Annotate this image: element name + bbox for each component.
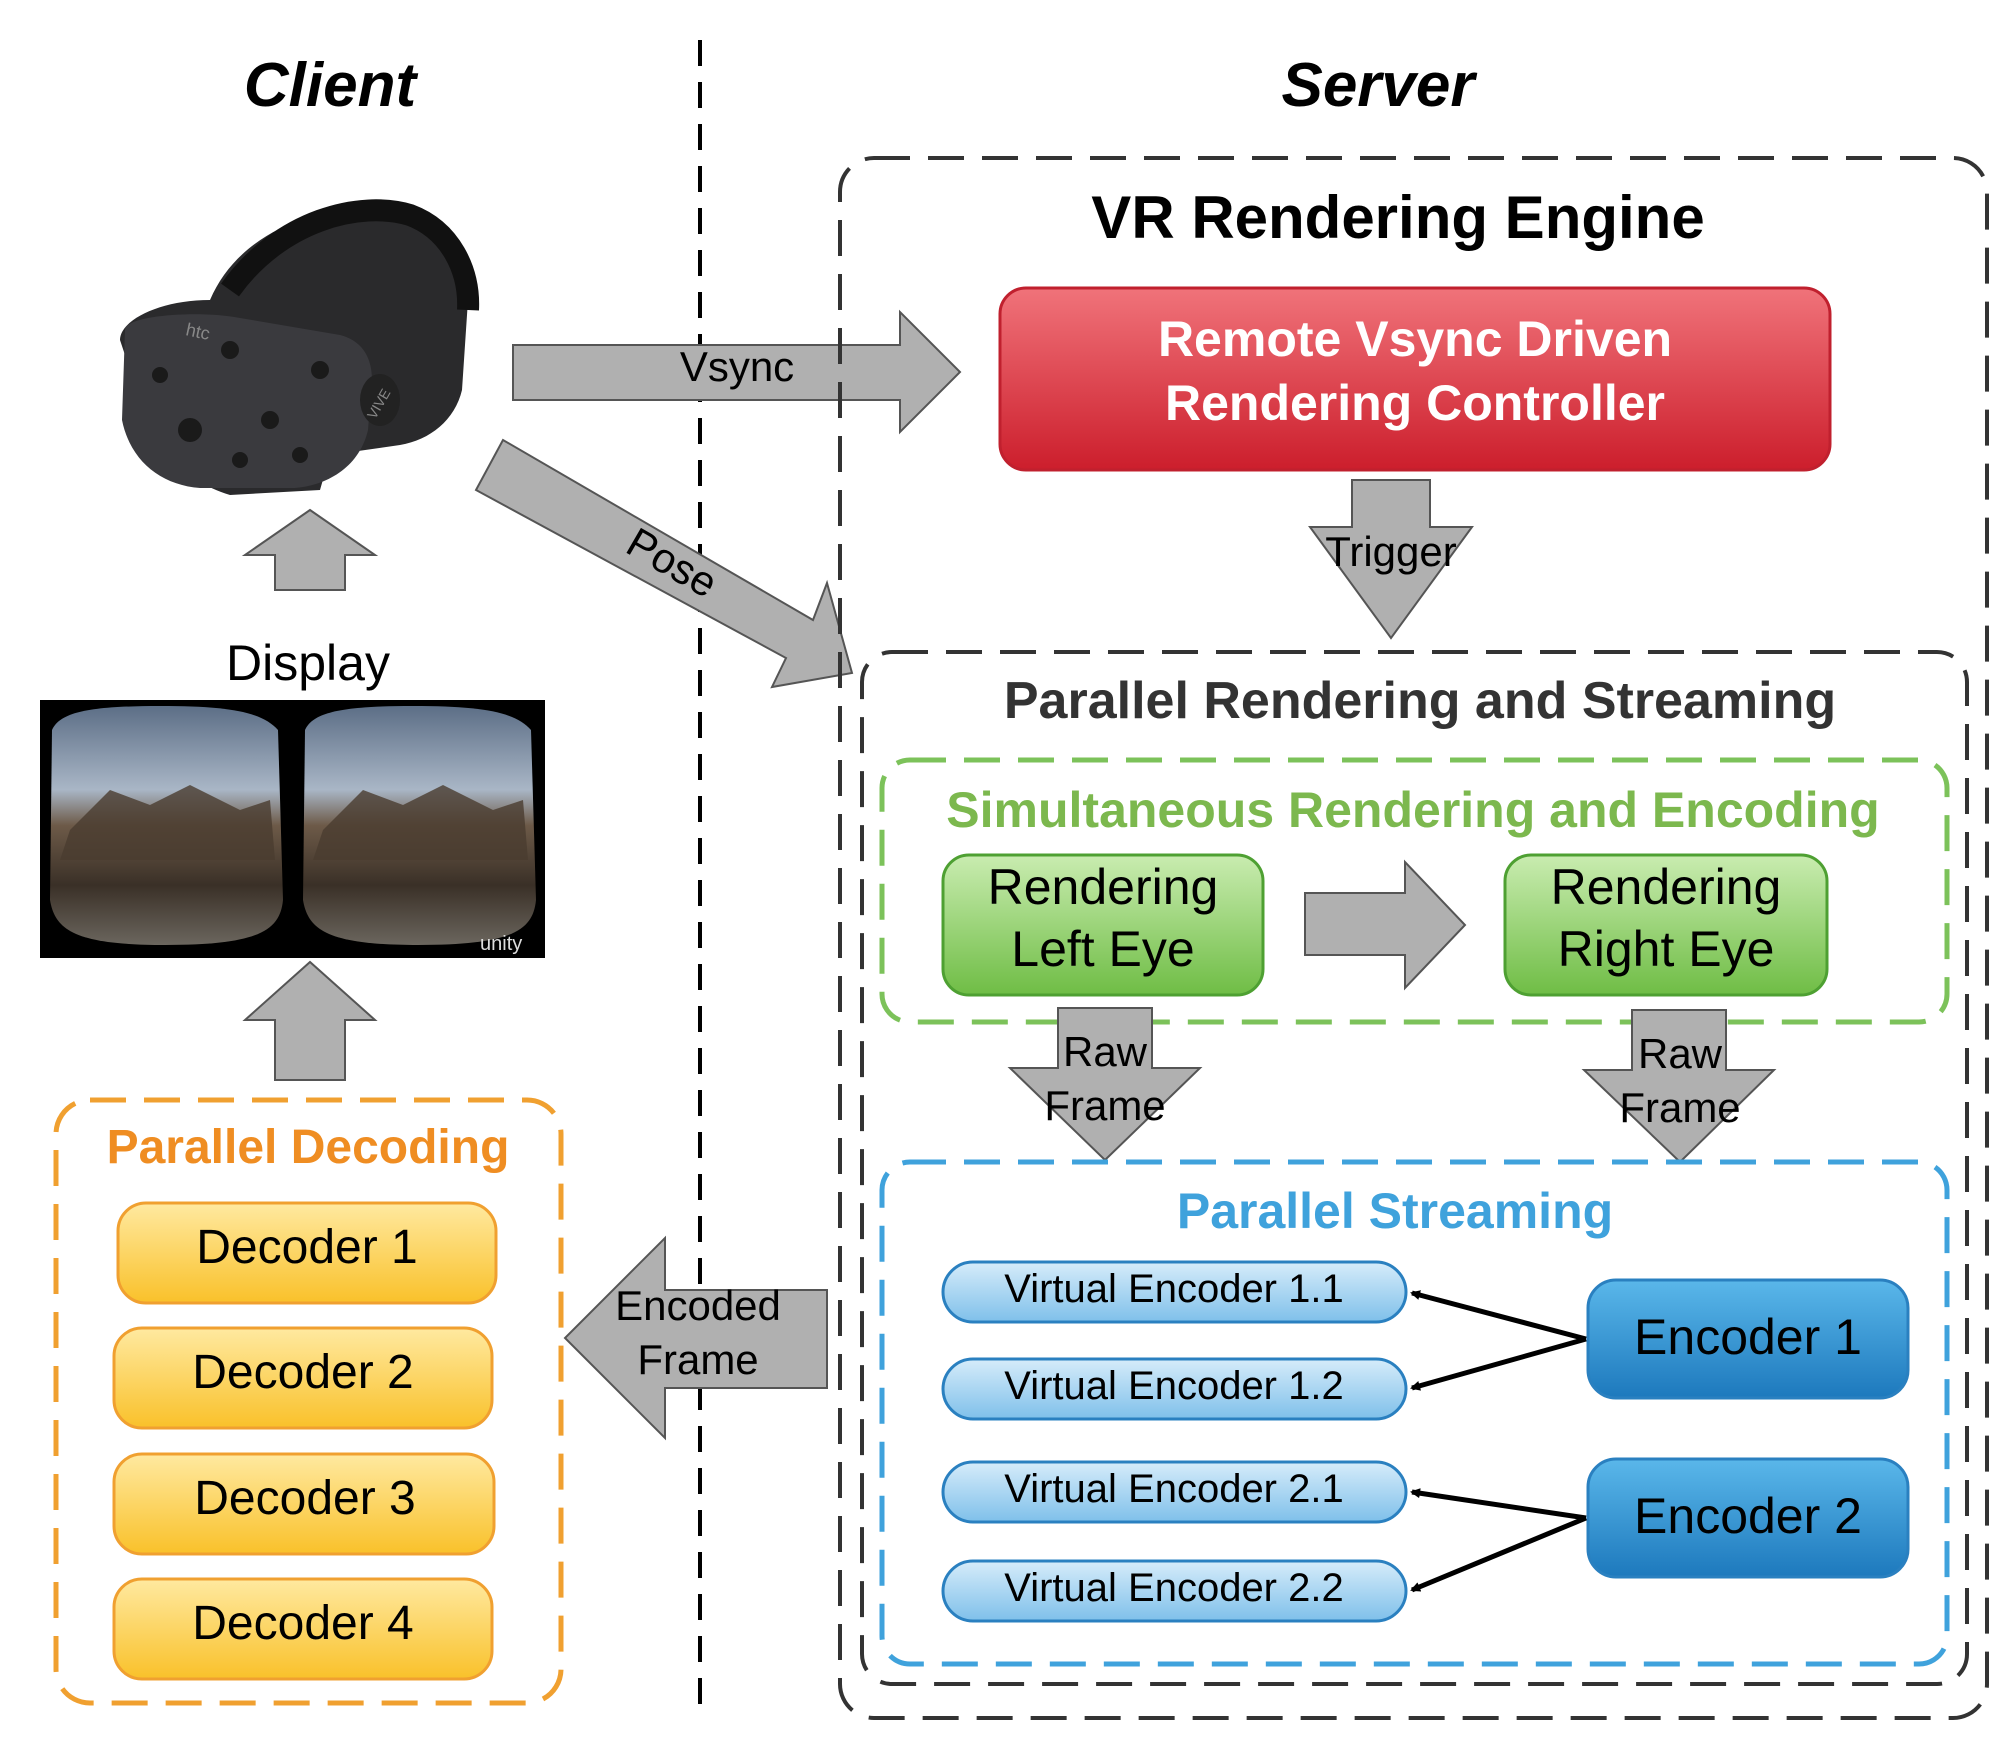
rendering-controller: Remote Vsync Driven Rendering Controller bbox=[998, 286, 1832, 472]
vr-rendering-engine-title: VR Rendering Engine bbox=[1091, 184, 1704, 251]
rendering-right-eye: Rendering Right Eye bbox=[1503, 853, 1829, 997]
display-up-arrow bbox=[241, 508, 379, 591]
decoder-2-label: Decoder 2 bbox=[192, 1346, 413, 1399]
parallel-decoding-group bbox=[53, 1097, 564, 1706]
decoder-2: Decoder 2 bbox=[112, 1326, 494, 1430]
vsync-arrow bbox=[512, 309, 962, 435]
vr-headset-image: htc VIVE bbox=[120, 199, 480, 495]
parallel-streaming-group bbox=[879, 1159, 1950, 1667]
stereo-preview-image: unity bbox=[40, 700, 545, 958]
rendering-controller-label-line-2: Rendering Controller bbox=[1165, 375, 1665, 431]
decoder-3-label: Decoder 3 bbox=[194, 1472, 415, 1525]
decoder-4: Decoder 4 bbox=[112, 1577, 494, 1681]
rendering-left-eye-line-1: Rendering bbox=[988, 859, 1219, 915]
vsync-label: Vsync bbox=[680, 343, 794, 390]
virtual-encoder-1-2: Virtual Encoder 1.2 bbox=[941, 1357, 1408, 1421]
display-label: Display bbox=[226, 635, 390, 691]
virtual-encoder-1-2-label: Virtual Encoder 1.2 bbox=[1004, 1364, 1343, 1408]
virtual-encoder-1-1: Virtual Encoder 1.1 bbox=[941, 1260, 1408, 1324]
decoder-3: Decoder 3 bbox=[112, 1452, 496, 1556]
virtual-encoder-2-2-label: Virtual Encoder 2.2 bbox=[1004, 1566, 1343, 1610]
rendering-right-eye-line-1: Rendering bbox=[1551, 859, 1782, 915]
simultaneous-rendering-group bbox=[879, 757, 1950, 1025]
encoder-1: Encoder 1 bbox=[1586, 1278, 1910, 1400]
encoder-2-label: Encoder 2 bbox=[1634, 1488, 1862, 1544]
encoder-1-label: Encoder 1 bbox=[1634, 1309, 1862, 1365]
rendering-left-eye-line-2: Left Eye bbox=[1011, 921, 1194, 977]
unity-logo: unity bbox=[480, 933, 522, 955]
simultaneous-rendering-title: Simultaneous Rendering and Encoding bbox=[946, 782, 1879, 838]
encoder-1-to-ve-1-2 bbox=[1410, 1336, 1587, 1391]
encoder-1-to-ve-1-1 bbox=[1410, 1290, 1587, 1342]
trigger-label: Trigger bbox=[1325, 528, 1456, 575]
rendering-controller-label-line-1: Remote Vsync Driven bbox=[1158, 311, 1672, 367]
raw-frame-right-label-line-2: Frame bbox=[1619, 1084, 1740, 1131]
virtual-encoder-2-2: Virtual Encoder 2.2 bbox=[941, 1559, 1408, 1623]
decoder-1-label: Decoder 1 bbox=[196, 1221, 417, 1274]
parallel-streaming-title: Parallel Streaming bbox=[1177, 1183, 1613, 1239]
left-to-right-eye-arrow bbox=[1304, 859, 1467, 991]
raw-frame-right-label-line-1: Raw bbox=[1638, 1030, 1723, 1077]
encoded-frame-label-line-2: Frame bbox=[637, 1336, 758, 1383]
virtual-encoder-2-1-label: Virtual Encoder 2.1 bbox=[1004, 1467, 1343, 1511]
rendering-right-eye-line-2: Right Eye bbox=[1558, 921, 1775, 977]
parallel-decoding-title: Parallel Decoding bbox=[107, 1121, 510, 1174]
raw-frame-right-arrow bbox=[1581, 1009, 1777, 1164]
client-heading: Client bbox=[244, 51, 419, 120]
encoder-2-to-ve-2-2 bbox=[1410, 1515, 1587, 1593]
decode-to-display-arrow bbox=[242, 960, 378, 1081]
encoder-2: Encoder 2 bbox=[1586, 1457, 1910, 1579]
headset-brand-logo: htc bbox=[184, 319, 212, 344]
server-heading: Server bbox=[1281, 51, 1477, 120]
encoder-2-to-ve-2-1 bbox=[1410, 1488, 1587, 1521]
raw-frame-left-arrow bbox=[1007, 1007, 1203, 1162]
parallel-rendering-streaming-title: Parallel Rendering and Streaming bbox=[1004, 672, 1836, 730]
decoder-4-label: Decoder 4 bbox=[192, 1597, 413, 1650]
parallel-rendering-streaming-group bbox=[860, 650, 1969, 1686]
raw-frame-left-label-line-2: Frame bbox=[1044, 1082, 1165, 1129]
encoded-frame-arrow-shape bbox=[563, 1235, 828, 1441]
virtual-encoder-2-1: Virtual Encoder 2.1 bbox=[941, 1460, 1408, 1524]
raw-frame-left-label-line-1: Raw bbox=[1063, 1028, 1148, 1075]
vr-rendering-engine-group bbox=[838, 156, 1989, 1720]
rendering-left-eye: Rendering Left Eye bbox=[941, 853, 1265, 997]
encoded-frame-label-line-1: Encoded bbox=[615, 1282, 781, 1329]
decoder-1: Decoder 1 bbox=[116, 1201, 498, 1305]
trigger-arrow bbox=[1308, 479, 1474, 640]
virtual-encoder-1-1-label: Virtual Encoder 1.1 bbox=[1004, 1267, 1343, 1311]
